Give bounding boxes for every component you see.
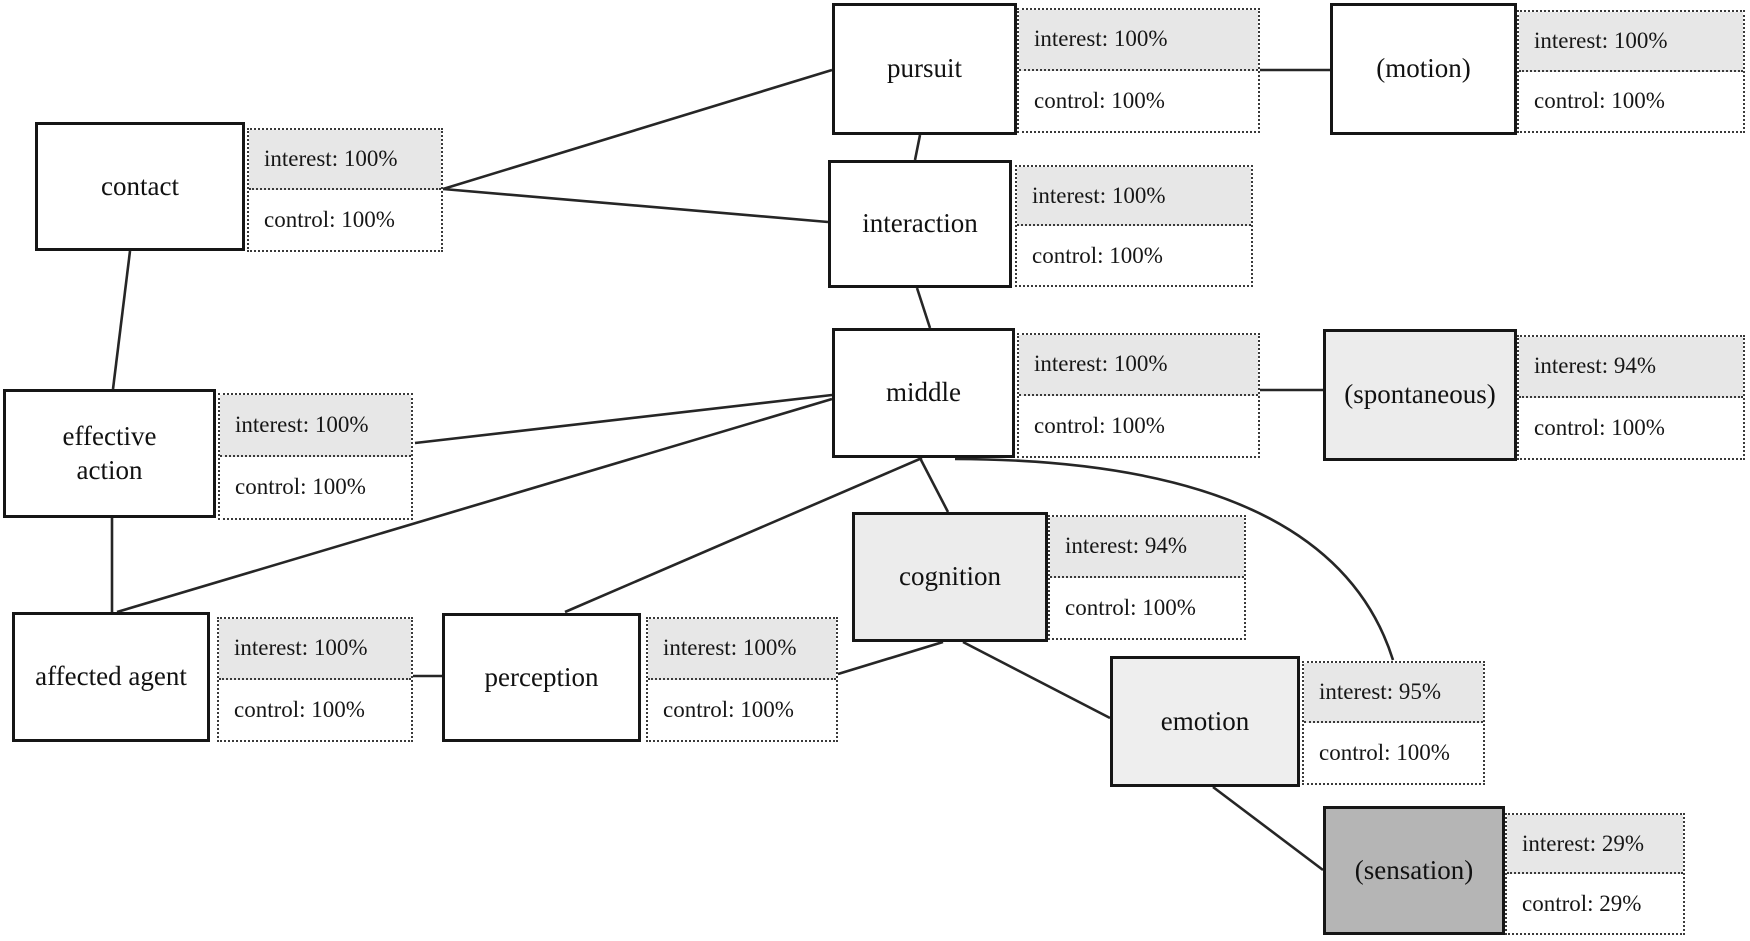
node-label: middle bbox=[886, 377, 961, 408]
stats-box-middle: interest: 100%control: 100% bbox=[1017, 333, 1260, 458]
edge-emotion-sensation bbox=[1212, 785, 1324, 872]
node-contact: contact bbox=[35, 122, 245, 251]
edge-pursuit-interaction bbox=[913, 134, 922, 161]
control-row: control: 100% bbox=[1304, 723, 1483, 783]
interest-row: interest: 100% bbox=[1019, 335, 1258, 396]
control-row: control: 100% bbox=[220, 456, 411, 518]
control-row: control: 100% bbox=[249, 190, 441, 250]
stats-box-interaction: interest: 100%control: 100% bbox=[1015, 165, 1253, 287]
edge-middle-perception bbox=[564, 456, 923, 614]
interest-row: interest: 100% bbox=[648, 619, 836, 680]
stats-box-contact: interest: 100%control: 100% bbox=[247, 128, 443, 252]
control-row: control: 100% bbox=[1019, 395, 1258, 456]
stats-box-sensation: interest: 29%control: 29% bbox=[1505, 813, 1685, 935]
node-emotion: emotion bbox=[1110, 656, 1300, 787]
node-label: (sensation) bbox=[1354, 854, 1474, 885]
edge-contact-pursuit bbox=[442, 68, 833, 191]
interest-row: interest: 100% bbox=[1017, 167, 1251, 226]
stats-box-effective-action: interest: 100%control: 100% bbox=[218, 393, 413, 520]
edge-middle-emotion bbox=[954, 457, 1395, 661]
interest-row: interest: 100% bbox=[1019, 10, 1258, 71]
interest-row: interest: 100% bbox=[219, 619, 411, 680]
stats-box-spontaneous: interest: 94%control: 100% bbox=[1517, 335, 1745, 460]
control-row: control: 100% bbox=[1519, 71, 1743, 131]
node-label: affected agent bbox=[35, 661, 187, 692]
stats-box-emotion: interest: 95%control: 100% bbox=[1302, 661, 1485, 785]
node-label: perception bbox=[484, 661, 599, 692]
control-row: control: 100% bbox=[648, 679, 836, 740]
node-sensation: (sensation) bbox=[1323, 806, 1505, 935]
edge-middle-affected-agent bbox=[116, 397, 833, 614]
node-cognition: cognition bbox=[852, 512, 1048, 642]
edge-perception-cognition bbox=[837, 640, 944, 676]
node-affected-agent: affected agent bbox=[12, 612, 210, 742]
node-label: interaction bbox=[862, 208, 978, 239]
interest-row: interest: 100% bbox=[249, 130, 441, 190]
edge-middle-cognition bbox=[918, 457, 950, 513]
edge-interaction-middle bbox=[915, 287, 932, 329]
stats-box-motion: interest: 100%control: 100% bbox=[1517, 10, 1745, 133]
node-label: effective action bbox=[62, 420, 157, 485]
interest-row: interest: 95% bbox=[1304, 663, 1483, 723]
node-label: (spontaneous) bbox=[1344, 379, 1496, 410]
node-label: emotion bbox=[1160, 705, 1250, 736]
node-interaction: interaction bbox=[828, 160, 1012, 288]
node-perception: perception bbox=[442, 613, 641, 742]
control-row: control: 100% bbox=[1019, 70, 1258, 131]
interest-row: interest: 29% bbox=[1507, 815, 1683, 874]
stats-box-cognition: interest: 94%control: 100% bbox=[1048, 515, 1246, 640]
node-label: pursuit bbox=[886, 53, 962, 84]
node-pursuit: pursuit bbox=[832, 3, 1017, 135]
stats-box-affected-agent: interest: 100%control: 100% bbox=[217, 617, 413, 742]
interest-row: interest: 100% bbox=[220, 395, 411, 457]
control-row: control: 29% bbox=[1507, 874, 1683, 933]
edge-contact-effective-action bbox=[111, 250, 132, 390]
control-row: control: 100% bbox=[1519, 397, 1743, 458]
control-row: control: 100% bbox=[1017, 226, 1251, 285]
interest-row: interest: 94% bbox=[1519, 337, 1743, 398]
node-middle: middle bbox=[832, 328, 1015, 458]
stats-box-perception: interest: 100%control: 100% bbox=[646, 617, 838, 742]
node-label: cognition bbox=[899, 561, 1001, 592]
edge-effective-action-middle bbox=[414, 393, 833, 445]
node-label: (motion) bbox=[1376, 53, 1471, 84]
node-label: contact bbox=[101, 170, 179, 201]
node-motion: (motion) bbox=[1330, 3, 1517, 135]
node-effective-action: effective action bbox=[3, 389, 216, 518]
control-row: control: 100% bbox=[219, 679, 411, 740]
edge-contact-interaction bbox=[442, 187, 829, 224]
node-spontaneous: (spontaneous) bbox=[1323, 329, 1517, 461]
interest-row: interest: 100% bbox=[1519, 12, 1743, 72]
control-row: control: 100% bbox=[1050, 577, 1244, 638]
stats-box-pursuit: interest: 100%control: 100% bbox=[1017, 8, 1260, 133]
edge-cognition-emotion bbox=[962, 640, 1111, 720]
interest-row: interest: 94% bbox=[1050, 517, 1244, 578]
